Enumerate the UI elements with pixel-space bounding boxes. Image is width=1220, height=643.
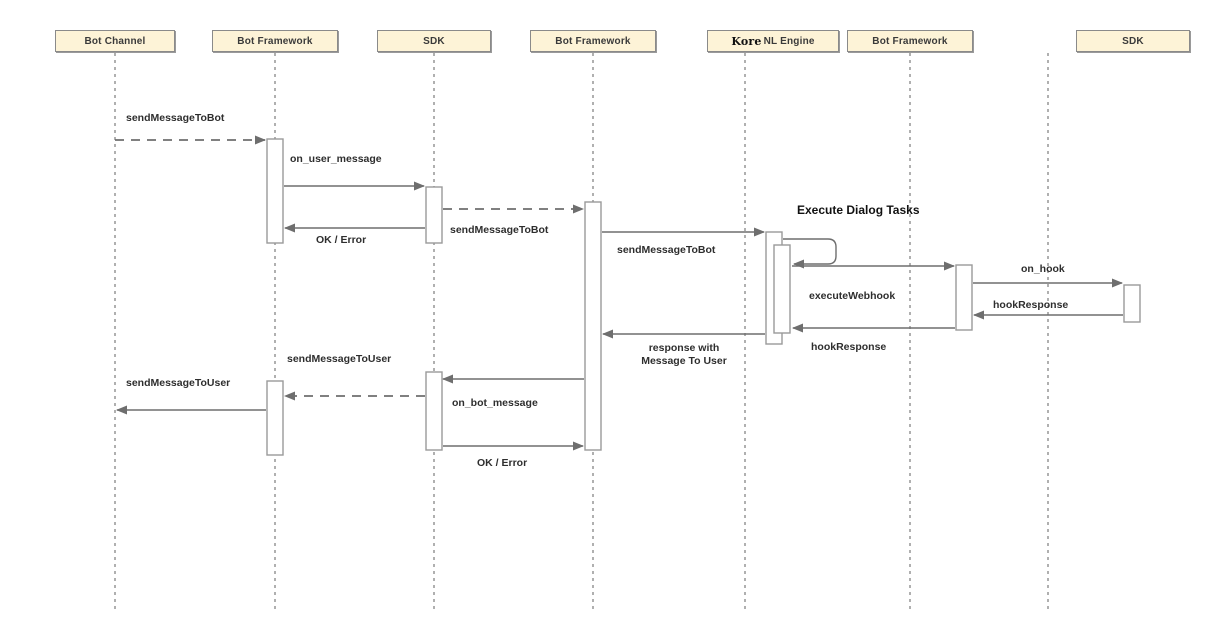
activation-group bbox=[266, 138, 1141, 456]
label-line: Execute Dialog Tasks bbox=[797, 203, 920, 217]
participant-label: Bot Framework bbox=[872, 35, 948, 47]
participant-bot-framework-1: Bot Framework bbox=[212, 30, 338, 52]
label-line: sendMessageToBot bbox=[126, 112, 225, 124]
message-label-m5: sendMessageToBot bbox=[617, 244, 715, 257]
label-line: hookResponse bbox=[811, 341, 887, 353]
participant-bot-framework-3: Bot Framework bbox=[847, 30, 973, 52]
message-arrow-group bbox=[115, 135, 1123, 451]
label-line: sendMessageToUser bbox=[287, 353, 392, 365]
message-label-m14: sendMessageToUser bbox=[126, 377, 230, 390]
message-label-m4: sendMessageToBot bbox=[450, 224, 548, 237]
label-line: response with bbox=[648, 342, 720, 354]
activation-bar-kore-nl-engine bbox=[773, 244, 791, 334]
activation-bar-bot-framework-1 bbox=[266, 380, 284, 456]
message-label-m8: on_hook bbox=[1021, 263, 1065, 276]
label-line: on_bot_message bbox=[452, 397, 538, 409]
note-label-m6: Execute Dialog Tasks bbox=[797, 203, 920, 217]
activation-bar-sdk-2 bbox=[1123, 284, 1141, 323]
participant-label: SDK bbox=[1122, 35, 1144, 47]
label-line: OK / Error bbox=[316, 234, 367, 246]
label-line: on_user_message bbox=[290, 153, 382, 165]
activation-bar-bot-framework-1 bbox=[266, 138, 284, 244]
label-line: sendMessageToBot bbox=[617, 244, 716, 256]
lifeline-group bbox=[114, 53, 1049, 612]
activation-bar-sdk-1 bbox=[425, 186, 443, 244]
message-label-m15: OK / Error bbox=[477, 457, 527, 470]
participant-label: NL Engine bbox=[763, 35, 815, 47]
label-line: sendMessageToUser bbox=[126, 377, 231, 389]
label-line: executeWebhook bbox=[809, 290, 896, 302]
participant-sdk-2: SDK bbox=[1076, 30, 1190, 52]
message-label-m3: OK / Error bbox=[316, 234, 366, 247]
activation-bar-sdk-1 bbox=[425, 371, 443, 451]
label-line: hookResponse bbox=[993, 299, 1069, 311]
participant-label: Bot Framework bbox=[237, 35, 313, 47]
participant-bot-framework-2: Bot Framework bbox=[530, 30, 656, 52]
message-label-m13: sendMessageToUser bbox=[287, 353, 391, 366]
message-arrow-m6-self-loop bbox=[783, 238, 837, 269]
participant-label: Bot Framework bbox=[555, 35, 631, 47]
message-label-m7: executeWebhook bbox=[809, 290, 895, 303]
activation-bar-bot-framework-3 bbox=[955, 264, 973, 331]
label-line: OK / Error bbox=[477, 457, 528, 469]
label-line: Message To User bbox=[641, 355, 727, 367]
label-line: on_hook bbox=[1021, 263, 1065, 275]
label-line: sendMessageToBot bbox=[450, 224, 549, 236]
participant-label: Bot Channel bbox=[84, 35, 146, 47]
message-label-m10: hookResponse bbox=[811, 341, 886, 354]
participant-bot-channel: Bot Channel bbox=[55, 30, 175, 52]
message-label-m9: hookResponse bbox=[993, 299, 1068, 312]
activation-bar-bot-framework-2 bbox=[584, 201, 602, 451]
participant-label: SDK bbox=[423, 35, 445, 47]
participant-sdk-1: SDK bbox=[377, 30, 491, 52]
kore-brand-mark: Kore bbox=[731, 34, 762, 48]
message-label-m12: on_bot_message bbox=[452, 397, 538, 410]
message-label-m2: on_user_message bbox=[290, 153, 382, 166]
message-label-m1: sendMessageToBot bbox=[126, 112, 224, 125]
